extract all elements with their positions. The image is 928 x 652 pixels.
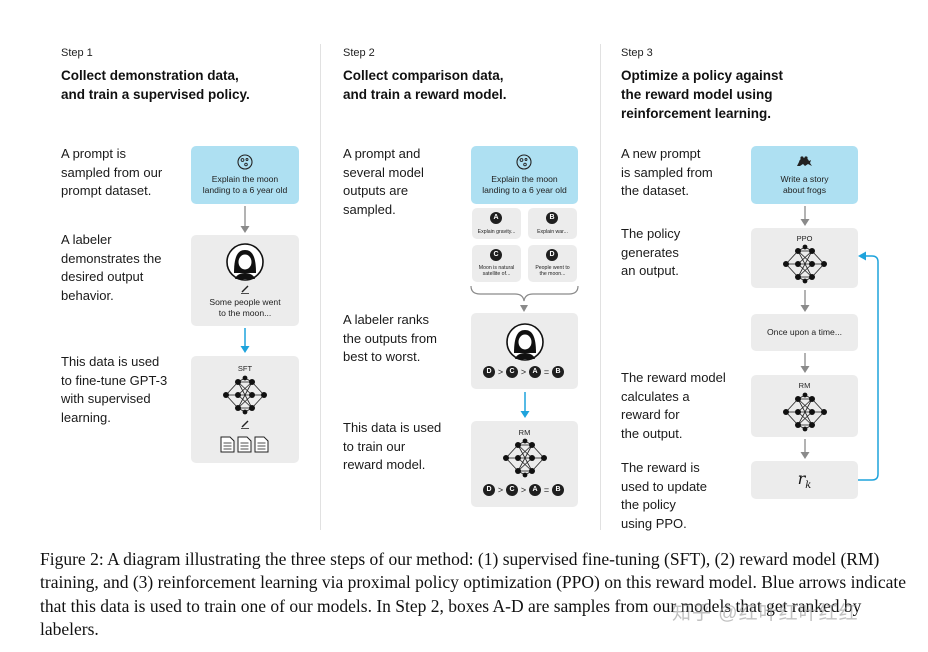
sft-label: SFT: [237, 364, 253, 373]
pencil-icon: [241, 285, 249, 294]
step3-output-text: Once upon a time...: [767, 327, 842, 337]
frog-icon: [797, 156, 812, 166]
ranking-row: D > C > A = B: [483, 366, 567, 379]
step3-label: Step 3: [621, 47, 653, 59]
figure-caption: Figure 2: A diagram illustrating the thr…: [40, 549, 907, 639]
step1-sft-box: SFT: [191, 356, 299, 463]
neural-network-icon: [783, 244, 827, 284]
labeler-avatar-icon: [506, 323, 544, 361]
step3-arrow-1: [800, 206, 810, 226]
column-divider-1: [320, 44, 321, 530]
column-divider-2: [600, 44, 601, 530]
step3-reward-box: rk: [751, 461, 858, 499]
ppo-label: PPO: [796, 234, 813, 243]
rm-label: RM: [518, 428, 531, 437]
moon-icon: [516, 154, 532, 170]
letter-badge: B: [546, 212, 558, 224]
step3-ppo-box: PPO: [751, 228, 858, 288]
step2-blue-arrow: [520, 392, 530, 418]
step3-feedback-loop-arrow: [858, 251, 879, 481]
step1-title: Collect demonstration data, and train a …: [61, 68, 250, 102]
moon-icon: [237, 154, 253, 170]
step3-arrow-4: [800, 439, 810, 459]
step3-rm-box: RM: [751, 375, 858, 437]
ranking-row: D > C > A = B: [483, 484, 567, 497]
samples-bracket-arrow: [470, 285, 579, 312]
step2-label: Step 2: [343, 47, 375, 59]
pencil-icon: [241, 420, 249, 429]
step2-ranking-box: D > C > A = B: [471, 313, 578, 389]
rm-label: RM: [798, 381, 811, 390]
neural-network-icon: [503, 438, 547, 478]
letter-badge: C: [490, 249, 502, 261]
step1-blue-arrow: [240, 328, 250, 353]
step3-output-box: Once upon a time...: [751, 314, 858, 351]
letter-badge: D: [546, 249, 558, 261]
labeler-avatar-icon: [226, 243, 264, 281]
step1-label: Step 1: [61, 47, 93, 59]
output-sample-b: B Explain war...: [528, 208, 577, 239]
neural-network-icon: [223, 375, 267, 415]
step3-arrow-2: [800, 290, 810, 312]
watermark: 知乎 @红叶红叶红红: [672, 603, 859, 624]
step2-title: Collect comparison data,and train a rewa…: [343, 68, 507, 102]
output-sample-a: A Explain gravity...: [472, 208, 521, 239]
letter-badge: A: [490, 212, 502, 224]
neural-network-icon: [783, 392, 827, 432]
step2-rm-box: RM D > C > A = B: [471, 421, 578, 507]
documents-icon: [220, 436, 269, 453]
step3-arrow-3: [800, 353, 810, 373]
step1-arrow-1: [240, 206, 250, 233]
reward-value: rk: [797, 469, 812, 492]
